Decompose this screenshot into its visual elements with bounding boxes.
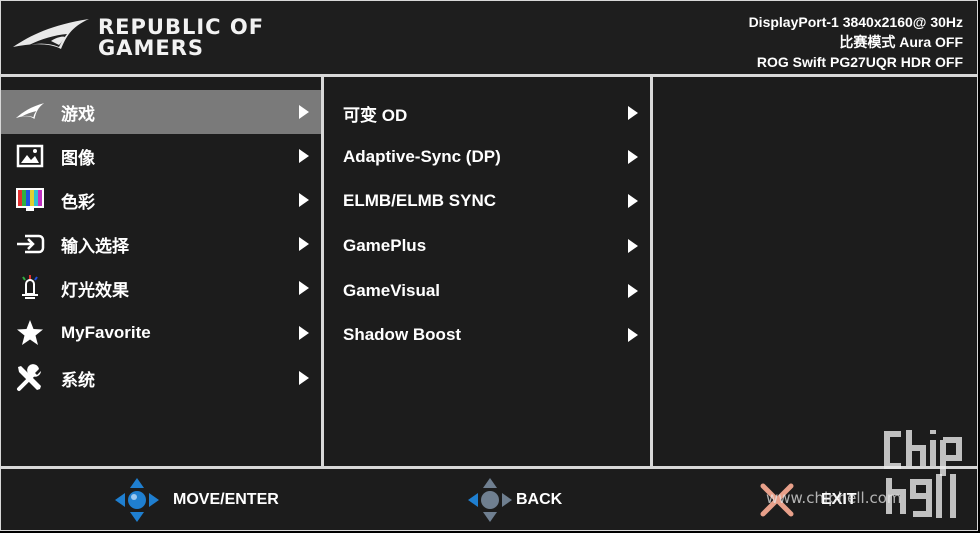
star-icon (15, 318, 45, 348)
chevron-right-icon (628, 194, 638, 208)
main-menu-item-input-select[interactable]: 输入选择 (1, 222, 321, 266)
sub-menu-label: GameVisual (343, 281, 441, 300)
chiphell-logo (884, 430, 962, 518)
detail-panel (653, 77, 977, 466)
footer-divider (1, 466, 977, 469)
back-label: BACK (516, 490, 563, 508)
exit-label: EXIT (821, 490, 857, 508)
sub-menu-label: Shadow Boost (343, 325, 462, 344)
chevron-right-icon (299, 105, 309, 119)
main-menu-item-color[interactable]: 色彩 (1, 178, 321, 222)
exit-hint: EXIT (759, 469, 857, 530)
main-menu-label: 游戏 (61, 104, 95, 124)
column-divider (321, 77, 324, 466)
main-menu-label: 系统 (61, 370, 95, 390)
header-divider (1, 74, 977, 77)
status-info: DisplayPort-1 3840x2160@ 30Hz 比赛模式 Aura … (749, 12, 963, 72)
main-menu: 游戏 图像 (1, 77, 321, 466)
light-effect-icon (15, 273, 45, 303)
model-status: ROG Swift PG27UQR HDR OFF (756, 54, 963, 70)
main-menu-label: 灯光效果 (61, 280, 129, 300)
sub-menu-label: ELMB/ELMB SYNC (343, 191, 496, 210)
chevron-right-icon (299, 326, 309, 340)
move-enter-label: MOVE/ENTER (173, 490, 279, 508)
sub-menu-item-shadow-boost[interactable]: Shadow Boost (324, 313, 650, 357)
input-status: DisplayPort-1 3840x2160@ 30Hz (748, 14, 963, 30)
chevron-right-icon (628, 328, 638, 342)
main-menu-item-system[interactable]: 系统 (1, 356, 321, 400)
chevron-right-icon (299, 193, 309, 207)
column-divider (650, 77, 653, 466)
main-menu-item-image[interactable]: 图像 (1, 134, 321, 178)
watermark-url: www.chiphell.com (766, 489, 902, 507)
osd-header: REPUBLIC OF GAMERS DisplayPort-1 3840x21… (1, 1, 977, 74)
chevron-right-icon (628, 239, 638, 253)
sub-menu-label: 可变 OD (343, 105, 408, 125)
mode-status: 比赛模式 Aura OFF (839, 34, 963, 50)
dpad-left-icon (468, 477, 512, 522)
back-hint: BACK (466, 469, 562, 530)
chevron-right-icon (628, 284, 638, 298)
brand-text: REPUBLIC OF GAMERS (98, 17, 264, 59)
sub-menu: 可变 OD Adaptive-Sync (DP) ELMB/ELMB SYNC … (324, 77, 650, 466)
main-menu-item-light-effect[interactable]: 灯光效果 (1, 266, 321, 310)
chevron-right-icon (299, 237, 309, 251)
sub-menu-item-variable-od[interactable]: 可变 OD (324, 91, 650, 135)
move-enter-hint: MOVE/ENTER (113, 469, 279, 530)
dpad-four-way-icon (115, 477, 159, 522)
image-icon (15, 141, 45, 171)
rog-eye-icon (15, 97, 45, 127)
color-bars-icon (15, 185, 45, 215)
chevron-right-icon (628, 150, 638, 164)
tools-icon (15, 363, 45, 393)
chevron-right-icon (299, 281, 309, 295)
main-menu-label: 图像 (61, 148, 95, 168)
chevron-right-icon (628, 106, 638, 120)
sub-menu-item-adaptive-sync[interactable]: Adaptive-Sync (DP) (324, 135, 650, 179)
main-menu-label: MyFavorite (61, 323, 151, 342)
sub-menu-label: GamePlus (343, 236, 427, 255)
sub-menu-item-gamevisual[interactable]: GameVisual (324, 269, 650, 313)
main-menu-label: 输入选择 (61, 236, 129, 256)
main-menu-item-game[interactable]: 游戏 (1, 90, 321, 134)
input-select-icon (15, 229, 45, 259)
rog-logo-icon (13, 19, 89, 49)
sub-menu-item-elmb[interactable]: ELMB/ELMB SYNC (324, 179, 650, 223)
sub-menu-label: Adaptive-Sync (DP) (343, 147, 501, 166)
brand-line-2: GAMERS (98, 36, 205, 60)
osd-footer: MOVE/ENTER BACK EXIT www.chiphell.com (1, 469, 977, 530)
brand-line-1: REPUBLIC OF (98, 15, 265, 39)
chevron-right-icon (299, 371, 309, 385)
chevron-right-icon (299, 149, 309, 163)
main-menu-label: 色彩 (61, 192, 95, 212)
sub-menu-item-gameplus[interactable]: GamePlus (324, 224, 650, 268)
main-menu-item-myfavorite[interactable]: MyFavorite (1, 311, 321, 355)
exit-x-icon (760, 483, 794, 516)
